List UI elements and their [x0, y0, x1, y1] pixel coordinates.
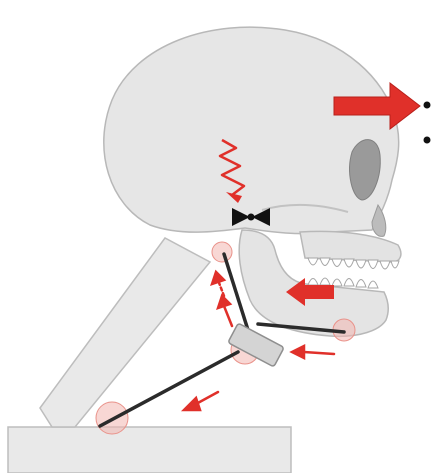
- support-strut: [40, 238, 210, 427]
- cranium: [104, 27, 399, 233]
- bullet-dot: [424, 137, 431, 144]
- base-platform: [8, 427, 291, 473]
- upper-jaw: [300, 231, 401, 262]
- bullet-dot: [424, 102, 431, 109]
- mastoid-joint-halo: [212, 242, 232, 262]
